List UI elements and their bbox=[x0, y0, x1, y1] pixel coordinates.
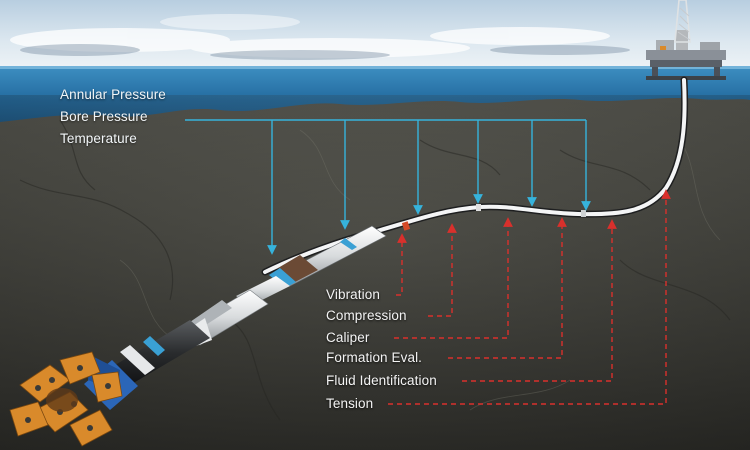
label-bore-pressure: Bore Pressure bbox=[60, 109, 148, 124]
up-arrow-fluid-identification bbox=[462, 219, 617, 382]
sensor-bands bbox=[401, 204, 586, 231]
label-fluid-identification: Fluid Identification bbox=[326, 373, 437, 388]
label-vibration: Vibration bbox=[326, 287, 380, 302]
up-arrow-compression bbox=[428, 223, 457, 317]
drill-bit-icon bbox=[9, 351, 138, 447]
upward-arrow-lines bbox=[388, 189, 671, 405]
clouds bbox=[10, 14, 610, 58]
up-arrow-formation-eval bbox=[448, 217, 567, 359]
downward-arrow-lines bbox=[185, 119, 591, 255]
label-annular-pressure: Annular Pressure bbox=[60, 87, 166, 102]
up-arrow-caliper bbox=[394, 217, 513, 339]
label-formation-eval: Formation Eval. bbox=[326, 350, 423, 365]
up-arrow-tension bbox=[388, 189, 671, 405]
label-temperature: Temperature bbox=[60, 131, 137, 146]
label-compression: Compression bbox=[326, 308, 407, 323]
label-caliper: Caliper bbox=[326, 330, 370, 345]
label-tension: Tension bbox=[326, 396, 374, 411]
up-arrow-vibration bbox=[396, 233, 407, 296]
bottom-hole-assembly bbox=[110, 225, 387, 385]
